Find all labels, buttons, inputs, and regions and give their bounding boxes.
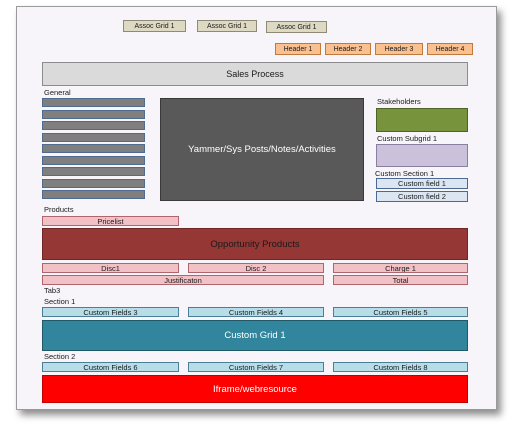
stakeholders-label: Stakeholders bbox=[377, 97, 421, 106]
custom-field-1[interactable]: Custom field 1 bbox=[376, 178, 468, 189]
custom-section-label: Custom Section 1 bbox=[375, 169, 435, 178]
products-section-label: Products bbox=[44, 205, 74, 214]
section1-label: Section 1 bbox=[44, 297, 76, 306]
general-field-2[interactable] bbox=[42, 110, 145, 119]
disc2-field[interactable]: Disc 2 bbox=[188, 263, 324, 273]
custom-fields-5[interactable]: Custom Fields 5 bbox=[333, 307, 468, 317]
custom-fields-3[interactable]: Custom Fields 3 bbox=[42, 307, 179, 317]
justification-field[interactable]: Justificaton bbox=[42, 275, 324, 285]
total-field[interactable]: Total bbox=[333, 275, 468, 285]
activities-wall[interactable]: Yammer/Sys Posts/Notes/Activities bbox=[160, 98, 364, 201]
stakeholders-grid[interactable] bbox=[376, 108, 468, 132]
tab3-label[interactable]: Tab3 bbox=[44, 286, 61, 295]
header-3[interactable]: Header 3 bbox=[375, 43, 423, 55]
sales-process-bar[interactable]: Sales Process bbox=[42, 62, 468, 86]
general-field-7[interactable] bbox=[42, 167, 145, 176]
general-field-8[interactable] bbox=[42, 179, 145, 188]
charge1-field[interactable]: Charge 1 bbox=[333, 263, 468, 273]
pricelist-field[interactable]: Pricelist bbox=[42, 216, 179, 226]
header-1[interactable]: Header 1 bbox=[275, 43, 321, 55]
custom-fields-4[interactable]: Custom Fields 4 bbox=[188, 307, 324, 317]
disc1-field[interactable]: Disc1 bbox=[42, 263, 179, 273]
header-2[interactable]: Header 2 bbox=[325, 43, 371, 55]
general-field-4[interactable] bbox=[42, 133, 145, 142]
general-field-5[interactable] bbox=[42, 144, 145, 153]
iframe-webresource[interactable]: Iframe/webresource bbox=[42, 375, 468, 403]
custom-fields-6[interactable]: Custom Fields 6 bbox=[42, 362, 179, 372]
section2-label: Section 2 bbox=[44, 352, 76, 361]
custom-fields-7[interactable]: Custom Fields 7 bbox=[188, 362, 324, 372]
custom-grid-1[interactable]: Custom Grid 1 bbox=[42, 320, 468, 351]
custom-fields-8[interactable]: Custom Fields 8 bbox=[333, 362, 468, 372]
custom-field-2[interactable]: Custom field 2 bbox=[376, 191, 468, 202]
assoc-grid-3[interactable]: Assoc Grid 1 bbox=[266, 21, 327, 33]
general-section-label: General bbox=[44, 88, 71, 97]
general-field-9[interactable] bbox=[42, 190, 145, 199]
header-4[interactable]: Header 4 bbox=[427, 43, 473, 55]
general-field-3[interactable] bbox=[42, 121, 145, 130]
general-field-6[interactable] bbox=[42, 156, 145, 165]
assoc-grid-2[interactable]: Assoc Grid 1 bbox=[197, 20, 257, 32]
general-field-1[interactable] bbox=[42, 98, 145, 107]
custom-subgrid-label: Custom Subgrid 1 bbox=[377, 134, 438, 143]
assoc-grid-1[interactable]: Assoc Grid 1 bbox=[123, 20, 186, 32]
custom-subgrid[interactable] bbox=[376, 144, 468, 167]
opportunity-products-grid[interactable]: Opportunity Products bbox=[42, 228, 468, 260]
